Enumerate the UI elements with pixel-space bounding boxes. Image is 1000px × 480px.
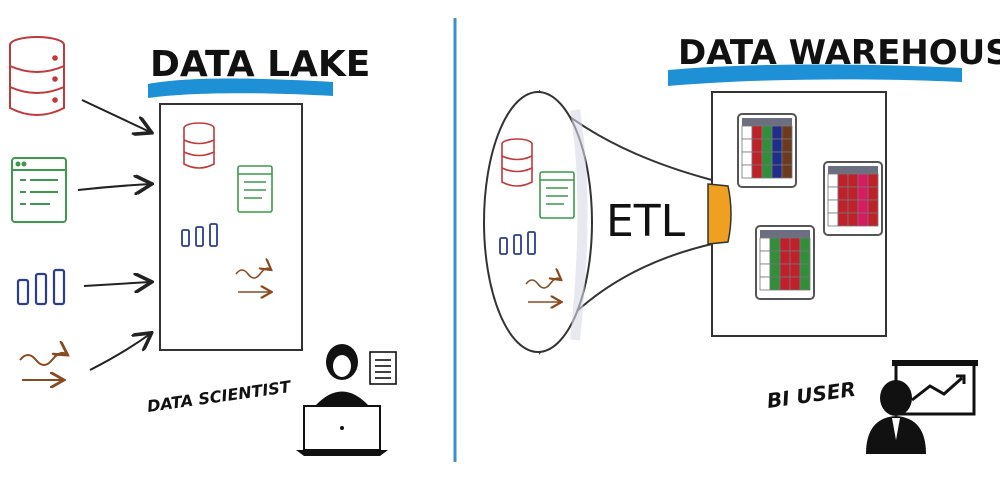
data-lake-title-highlight [148,78,333,98]
table-cell [827,199,839,214]
table-cell [779,237,791,252]
table-cell [771,125,783,140]
table-cell [857,173,869,188]
table-cell [741,164,753,179]
table-cell [761,138,773,153]
table-cell [847,199,859,214]
table-cell [847,186,859,201]
table-cell [867,212,879,227]
data-warehouse-title-highlight [668,64,962,86]
funnel-bar-chart-icon [499,231,536,255]
table-cell [799,276,811,291]
table-cell [759,237,771,252]
table-cell [771,138,783,153]
arrow-document-to-lake [77,184,150,190]
table-cell [779,250,791,265]
bi-user-icon [866,380,926,454]
table-cell [781,164,793,179]
data-scientist-icon [296,344,388,456]
source-arrows [77,99,150,371]
table-cell [847,173,859,188]
lake-document-icon [237,165,273,213]
table-cell [789,263,801,278]
lake-database-icon [183,122,215,169]
table-cell [761,151,773,166]
table-cell [751,164,763,179]
source-stream-icon [19,353,66,380]
table-cell [751,125,763,140]
table-cell [789,237,801,252]
table-cell [741,151,753,166]
table-cell [779,263,791,278]
funnel-stream-icon [525,278,560,302]
table-cell [837,186,849,201]
table-cell [837,199,849,214]
table-cell [827,186,839,201]
table-cell [867,186,879,201]
table-cell [789,250,801,265]
table-cell [779,276,791,291]
arrow-database-to-lake [81,99,150,132]
data-lake-title: DATA LAKE [150,44,370,85]
table-cell [789,276,801,291]
table-cell [771,151,783,166]
etl-label: ETL [606,196,686,247]
data-warehouse-section: DATA WAREHOUSE ETL [483,33,1000,454]
table-cell [781,138,793,153]
etl-connector [707,183,732,245]
table-cell [769,250,781,265]
table-cell [741,125,753,140]
table-cell [761,125,773,140]
table-cell [759,250,771,265]
data-warehouse-title: DATA WAREHOUSE [678,33,1000,73]
table-cell [781,125,793,140]
table-cell [759,276,771,291]
table-cell [761,164,773,179]
arrow-stream-to-lake [89,334,150,371]
table-cell [769,263,781,278]
table-cell [827,212,839,227]
table-cell [751,151,763,166]
table-cell [769,237,781,252]
table-cell [857,199,869,214]
table-cell [751,138,763,153]
table-cell [771,164,783,179]
data-lake-section: DATA LAKE [9,36,397,456]
table-cell [847,212,859,227]
table-cell [781,151,793,166]
source-document-icon [11,157,67,223]
warehouse-tables [737,113,883,300]
table-cell [837,173,849,188]
warehouse-table [823,161,883,236]
table-cell [867,173,879,188]
table-cell [827,173,839,188]
table-cell [857,212,869,227]
warehouse-table [755,225,815,300]
funnel-shadow [570,109,588,341]
source-database-icon [9,36,65,116]
lake-stream-icon [235,268,270,292]
table-cell [837,212,849,227]
source-bar-chart-icon [16,268,66,306]
table-cell [759,263,771,278]
table-cell [799,263,811,278]
data-scientist-caption: DATA SCIENTIST [146,377,293,416]
warehouse-table [737,113,797,188]
table-cell [799,237,811,252]
lake-bar-chart-icon [181,223,218,247]
bi-user-caption: BI USER [765,377,857,413]
table-cell [799,250,811,265]
table-cell [741,138,753,153]
notepad-icon [369,351,397,385]
funnel-database-icon [501,138,533,187]
data-lake-box [159,103,303,351]
arrow-chart-to-lake [83,282,150,286]
table-cell [769,276,781,291]
table-cell [857,186,869,201]
table-cell [867,199,879,214]
funnel-document-icon [539,171,575,219]
